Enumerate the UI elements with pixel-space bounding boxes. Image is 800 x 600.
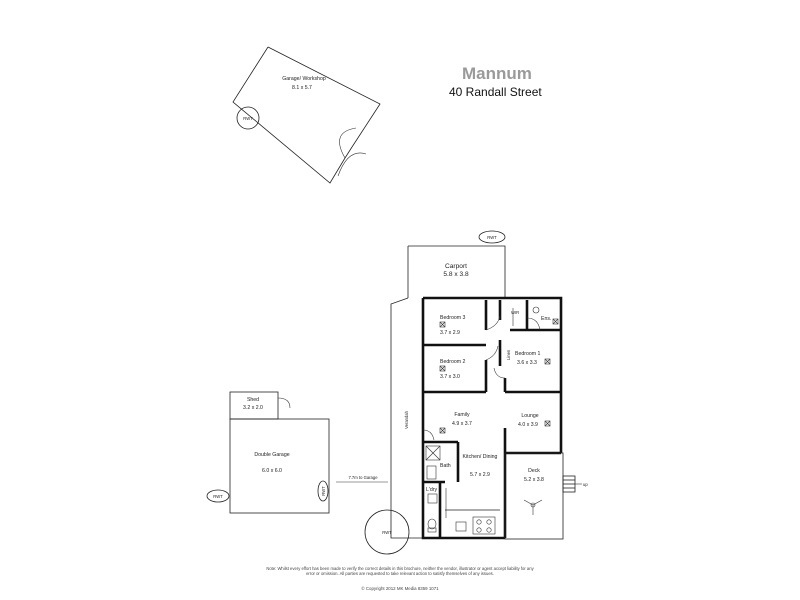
linen-name: Linen [506, 349, 511, 360]
double-garage-size: 6.0 x 6.0 [262, 468, 282, 474]
double-garage-name: Double Garage [254, 452, 289, 458]
workshop-name: Garage/ Workshop [282, 76, 326, 82]
toilet-icon [427, 518, 437, 530]
rwt-label: RWT [243, 116, 253, 121]
deck-size: 5.2 x 3.8 [524, 477, 544, 483]
copyright-note: © Copyright 2012 MK Media 8359 1071 [361, 586, 439, 591]
ldry-name: L'dry [426, 487, 437, 493]
bedroom-3: Bedroom 3 3.7 x 2.9 [439, 315, 465, 336]
rwt-tank-house: RWT [364, 509, 410, 555]
window-icon [544, 358, 551, 365]
rwt-tank-carport: RWT [478, 230, 506, 244]
laundry: L'dry [426, 487, 447, 533]
bedroom1-name: Bedroom 1 [515, 351, 540, 357]
disclaimer-note: Note: Whilst every effort has been made … [266, 566, 534, 577]
kitchen-dining: Kitchen/ Dining 5.7 x 2.9 [445, 454, 500, 535]
deck-name: Deck [528, 468, 540, 474]
sink-icon [455, 521, 467, 532]
basin-icon [532, 306, 540, 314]
suburb-title: Mannum [462, 64, 532, 83]
lounge: Lounge 4.0 x 3.9 [518, 413, 551, 428]
shed-size: 3.2 x 2.0 [243, 405, 263, 411]
verandah-name: Verandah [404, 410, 409, 429]
window-icon [439, 365, 446, 372]
family-name: Family [454, 412, 470, 418]
double-garage: Double Garage 6.0 x 6.0 [229, 418, 330, 514]
bath-name: Bath [440, 463, 451, 469]
workshop-building: Garage/ Workshop 8.1 x 5.7 [232, 46, 381, 184]
shower-icon [425, 445, 441, 461]
rwt-label: RWT [382, 530, 392, 535]
rwt-label: RWT [213, 494, 223, 499]
rwt-label: RWT [321, 486, 326, 496]
workshop-size: 8.1 x 5.7 [292, 85, 312, 91]
street-address: 40 Randall Street [449, 85, 542, 99]
carport-name: Carport [445, 263, 467, 270]
lounge-size: 4.0 x 3.9 [518, 422, 538, 428]
verandah: Verandah [390, 297, 423, 539]
bedroom2-size: 3.7 x 3.0 [440, 374, 460, 380]
kitchen-size: 5.7 x 2.9 [470, 472, 490, 478]
rwt-tank-workshop: RWT [236, 106, 260, 130]
bedroom-2: Bedroom 2 3.7 x 3.0 [439, 359, 465, 380]
distance-label: 7.7m to Garage [348, 475, 378, 480]
rwt-label: RWT [487, 235, 497, 240]
bedroom3-size: 3.7 x 2.9 [440, 330, 460, 336]
door-swings [422, 308, 541, 441]
bedroom3-name: Bedroom 3 [440, 315, 465, 321]
bedroom-1: Bedroom 1 3.6 x 3.3 [515, 351, 551, 366]
deck: Deck 5.2 x 3.8 up [504, 452, 588, 540]
ceiling-fan-icon [523, 499, 543, 515]
up-label: up [583, 482, 588, 487]
window-icon [544, 420, 551, 427]
bathtub-icon [426, 465, 437, 480]
laundry-tub-icon [427, 493, 438, 504]
lounge-name: Lounge [521, 413, 538, 419]
ensuite: Ens. [532, 306, 559, 325]
stove-icon [472, 516, 496, 535]
wir-name: WIR [511, 310, 519, 315]
shed: Shed 3.2 x 2.0 [229, 391, 291, 420]
family-size: 4.9 x 3.7 [452, 421, 472, 427]
wir: WIR [511, 310, 519, 315]
bathroom: Bath [425, 445, 451, 480]
bedroom2-name: Bedroom 2 [440, 359, 465, 365]
distance-annotation: 7.7m to Garage [336, 475, 388, 483]
rwt-tank-garage-left: RWT [206, 489, 230, 503]
carport: Carport 5.8 x 3.8 [407, 245, 506, 298]
carport-size: 5.8 x 3.8 [443, 271, 469, 278]
window-icon [552, 318, 559, 325]
window-icon [439, 427, 446, 434]
bedroom1-size: 3.6 x 3.3 [517, 360, 537, 366]
window-icon [439, 321, 446, 328]
kitchen-name: Kitchen/ Dining [463, 454, 498, 460]
family-room: Family 4.9 x 3.7 [439, 412, 472, 434]
rwt-tank-garage-right: RWT [317, 480, 329, 502]
shed-name: Shed [247, 397, 259, 403]
ens-name: Ens. [541, 316, 551, 322]
linen: Linen [506, 349, 511, 360]
